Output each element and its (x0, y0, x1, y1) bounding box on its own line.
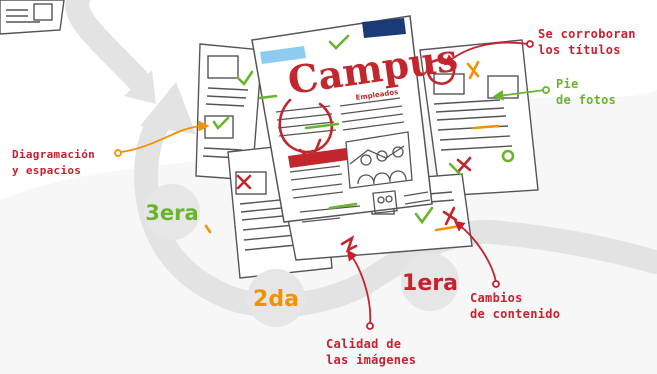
titles-note-line1: Se corroboran (538, 27, 636, 41)
photo-caption-note-line2: de fotos (556, 93, 616, 107)
stage-first-label: 1era (402, 271, 458, 296)
back-newspaper-right (419, 39, 539, 197)
titles-note-line2: los títulos (538, 43, 621, 57)
back-newspaper-left (195, 43, 263, 181)
editing-marks (204, 34, 515, 253)
photo-caption-note-line1: Pie (556, 77, 579, 91)
annotation-labels: Se corroboran los títulos Pie de fotos D… (12, 27, 636, 367)
top-left-newspaper (0, 0, 65, 35)
campus-magazine: Campus Empleados (251, 15, 460, 223)
images-note-line1: Calidad de (326, 337, 401, 351)
stage-badge-third: 3era (144, 184, 200, 240)
top-arrow-head (124, 70, 156, 104)
cycle-arrow-head (140, 82, 196, 134)
images-note-line2: las imágenes (326, 353, 416, 367)
content-note-line1: Cambios (470, 291, 523, 305)
stage-second-label: 2da (253, 287, 299, 312)
annotation-leaders (114, 40, 550, 330)
content-note-line2: de contenido (470, 307, 560, 321)
layout-note-line2: y espacios (12, 164, 81, 177)
stage-third-label: 3era (145, 201, 198, 225)
stage-badge-first: 1era (401, 253, 459, 311)
titles-circle-mark (426, 58, 456, 85)
stage-badge-second: 2da (247, 269, 305, 327)
title-circle-mark (278, 98, 334, 154)
layout-note-line1: Diagramación (12, 148, 95, 161)
